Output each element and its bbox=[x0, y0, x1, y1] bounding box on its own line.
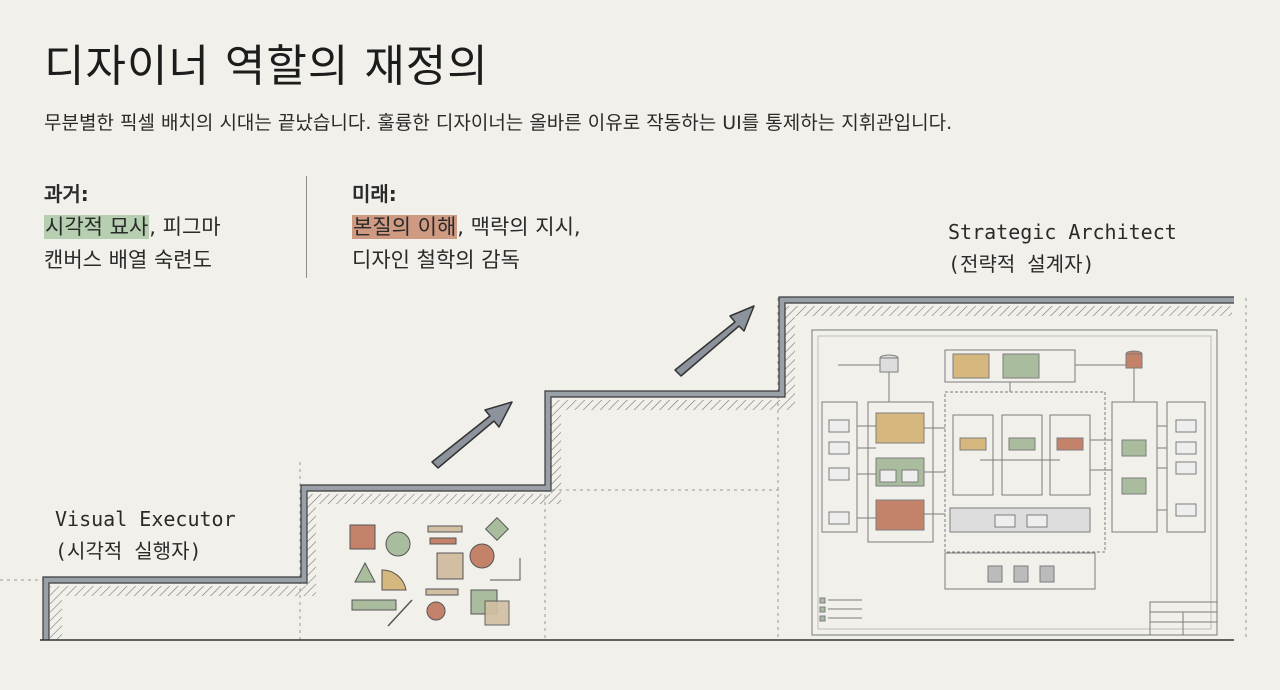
architect-ko: (전략적 설계자) bbox=[948, 252, 1095, 276]
architect-en: Strategic Architect bbox=[948, 220, 1177, 244]
visual-executor-label: Visual Executor (시각적 실행자) bbox=[55, 503, 236, 567]
page-title: 디자이너 역할의 재정의 bbox=[44, 41, 489, 92]
past-heading: 과거: bbox=[44, 182, 89, 206]
executor-ko: (시각적 실행자) bbox=[55, 539, 202, 563]
staircase bbox=[43, 297, 1234, 640]
past-line-2: 캔버스 배열 숙련도 bbox=[44, 248, 212, 272]
past-line-1-rest: , 피그마 bbox=[149, 215, 221, 239]
stair-hatch bbox=[50, 306, 1232, 640]
past-line-1: 시각적 묘사, 피그마 bbox=[44, 211, 221, 244]
executor-en: Visual Executor bbox=[55, 507, 236, 531]
page-subtitle: 무분별한 픽셀 배치의 시대는 끝났습니다. 훌륭한 디자이너는 올바른 이유로… bbox=[44, 112, 953, 134]
future-line-1: 본질의 이해, 맥락의 지시, bbox=[352, 211, 581, 244]
future-heading: 미래: bbox=[352, 182, 397, 206]
past-column: 과거: 시각적 묘사, 피그마 캔버스 배열 숙련도 bbox=[44, 178, 221, 277]
column-divider bbox=[306, 176, 307, 278]
upward-arrow-icon bbox=[431, 305, 755, 469]
scattered-shapes bbox=[349, 516, 521, 627]
future-line-2: 디자인 철학의 감독 bbox=[352, 248, 520, 272]
past-highlight: 시각적 묘사 bbox=[44, 215, 150, 239]
future-column: 미래: 본질의 이해, 맥락의 지시, 디자인 철학의 감독 bbox=[352, 178, 581, 277]
strategic-architect-label: Strategic Architect (전략적 설계자) bbox=[948, 216, 1177, 280]
future-highlight: 본질의 이해 bbox=[352, 215, 458, 239]
architecture-blueprint bbox=[811, 329, 1218, 636]
future-line-1-rest: , 맥락의 지시, bbox=[457, 215, 581, 239]
